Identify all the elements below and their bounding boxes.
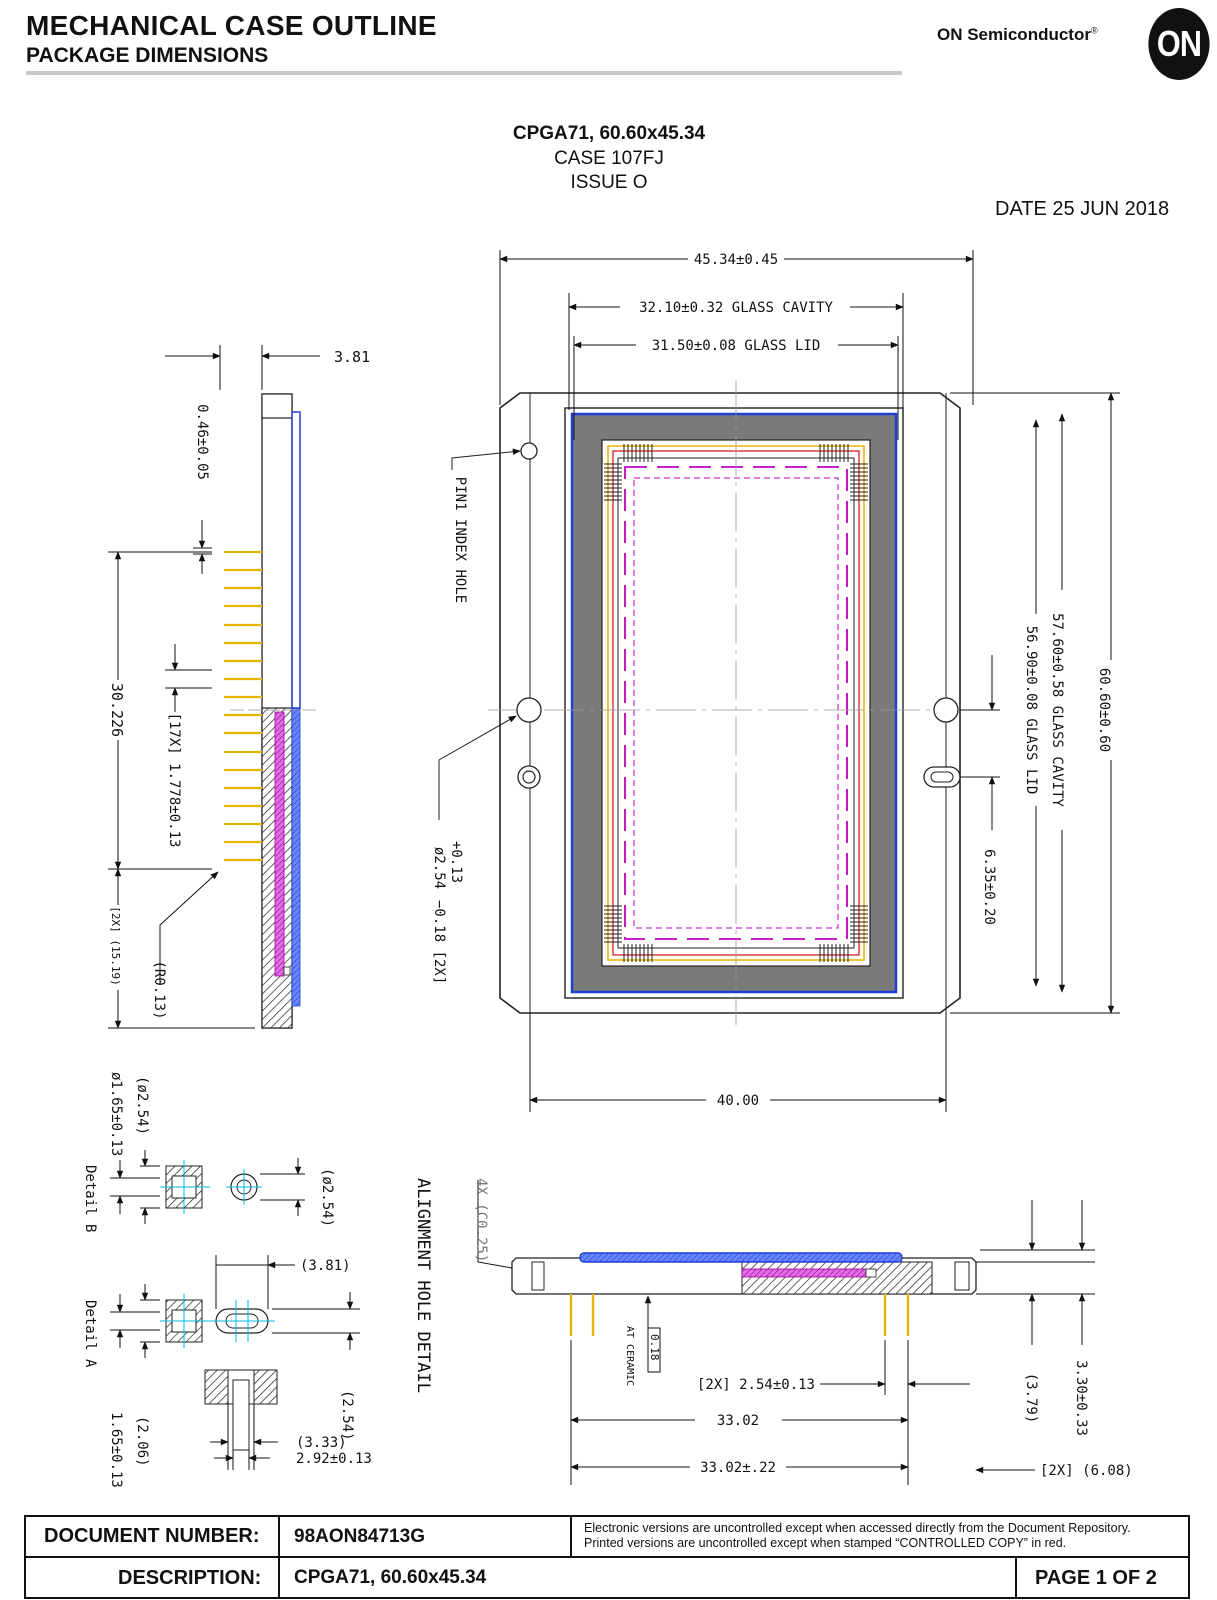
pin1-label: PIN1 INDEX HOLE xyxy=(452,477,468,603)
edge-offset-dim: [2X] (6.08) xyxy=(1040,1463,1133,1479)
doc-number-value: 98AON84713G xyxy=(280,1517,572,1558)
detail-a-depth: 2.92±0.13 xyxy=(296,1451,372,1467)
cavity-height-dim: 57.60±0.58 GLASS CAVITY xyxy=(1049,613,1065,807)
alignment-detail-title: ALIGNMENT HOLE DETAIL xyxy=(413,1178,433,1393)
mechanical-drawing: 45.34±0.45 32.10±0.32 GLASS CAVITY 31.50… xyxy=(82,250,1133,1488)
flatness-value: 0.18 xyxy=(648,1334,661,1361)
detail-b-dia: ø1.65±0.13 xyxy=(108,1072,124,1156)
document-date: DATE 25 JUN 2018 xyxy=(995,198,1170,220)
package-case: CASE 107FJ xyxy=(554,148,664,169)
on-logo: ON xyxy=(1148,8,1210,80)
control-note: Electronic versions are uncontrolled exc… xyxy=(572,1517,1188,1558)
top-view xyxy=(438,380,961,1025)
package-name: CPGA71, 60.60x45.34 xyxy=(512,123,706,144)
doc-number-label: DOCUMENT NUMBER: xyxy=(26,1517,280,1558)
detail-b xyxy=(160,1160,262,1214)
lid-offset-dim: 0.46±0.05 xyxy=(194,404,210,480)
lid-height-dim: 56.90±0.08 GLASS LID xyxy=(1023,626,1039,795)
alignment-hole-left xyxy=(516,697,542,723)
alignment-slot xyxy=(923,766,961,788)
document-subtitle: PACKAGE DIMENSIONS xyxy=(26,44,269,67)
hole-tol-minus: −0.18 [2X] xyxy=(431,900,447,984)
hole-dia-dim: ø2.54 xyxy=(431,847,447,889)
top-dimensions xyxy=(499,250,1120,1112)
height-total-dim: 3.30±0.33 xyxy=(1073,1360,1089,1436)
pin-span-dim: 30.226 xyxy=(108,683,126,737)
detail-a-label: Detail A xyxy=(82,1300,98,1368)
brand-name: ON Semiconductor® xyxy=(937,25,1098,44)
detail-a-dia: 1.65±0.13 xyxy=(108,1412,124,1488)
detail-b-right: (ø2.54) xyxy=(319,1168,335,1227)
glass-lid-width-dim: 31.50±0.08 GLASS LID xyxy=(652,338,821,354)
detail-b-dia-ref: (ø2.54) xyxy=(134,1076,150,1135)
side-view xyxy=(224,393,320,1029)
pin-center-tol-dim: 33.02±.22 xyxy=(700,1460,776,1476)
chamfer-note: 4X (C0.25) xyxy=(473,1178,489,1262)
front-dimensions xyxy=(477,1180,1095,1485)
overall-width-dim: 45.34±0.45 xyxy=(694,252,778,268)
bottom-width-dim: 40.00 xyxy=(717,1093,759,1109)
description-label: DESCRIPTION: xyxy=(26,1558,280,1597)
detail-a xyxy=(160,1294,278,1451)
pin-position-dim: [2X] 2.54±0.13 xyxy=(697,1377,815,1393)
alignment-hole-right xyxy=(933,697,959,723)
height-ref-dim: (3.79) xyxy=(1023,1373,1039,1424)
detail-a-ref: (2.06) xyxy=(134,1416,150,1467)
pin-pitch-dim: [17X] 1.778±0.13 xyxy=(166,713,182,848)
detail-a-right: (2.54) xyxy=(339,1390,355,1441)
side-thickness-dim: 3.81 xyxy=(334,348,370,366)
control-note-line2: Printed versions are uncontrolled except… xyxy=(584,1536,1067,1550)
pin-row-dim: [2X] (15.19) xyxy=(109,906,122,985)
overall-height-dim: 60.60±0.60 xyxy=(1096,668,1112,752)
detail-a-top: (3.81) xyxy=(300,1258,351,1274)
pin-radius-dim: (R0.13) xyxy=(151,960,167,1019)
side-dimensions xyxy=(108,345,320,1029)
side-pins xyxy=(224,550,262,862)
title-block: DOCUMENT NUMBER: 98AON84713G Electronic … xyxy=(24,1515,1190,1599)
header-divider xyxy=(26,71,902,75)
detail-b-label: Detail B xyxy=(82,1165,98,1232)
front-view xyxy=(511,1252,977,1336)
control-note-line1: Electronic versions are uncontrolled exc… xyxy=(584,1521,1131,1535)
pin-center-dim: 33.02 xyxy=(717,1413,759,1429)
package-issue: ISSUE O xyxy=(570,172,648,193)
hole-tol-plus: +0.13 xyxy=(448,841,464,883)
page-number: PAGE 1 OF 2 xyxy=(1035,1567,1157,1589)
detail-a-depth-ref: (3.33) xyxy=(296,1435,347,1451)
flatness-note: AT CERAMIC xyxy=(624,1326,635,1386)
slot-offset-dim: 6.35±0.20 xyxy=(981,849,997,925)
glass-cavity-width-dim: 32.10±0.32 GLASS CAVITY xyxy=(639,300,833,316)
pin1-index-hole xyxy=(520,442,538,460)
description-value: CPGA71, 60.60x45.34 xyxy=(280,1558,1017,1597)
document-title: MECHANICAL CASE OUTLINE xyxy=(26,10,437,41)
